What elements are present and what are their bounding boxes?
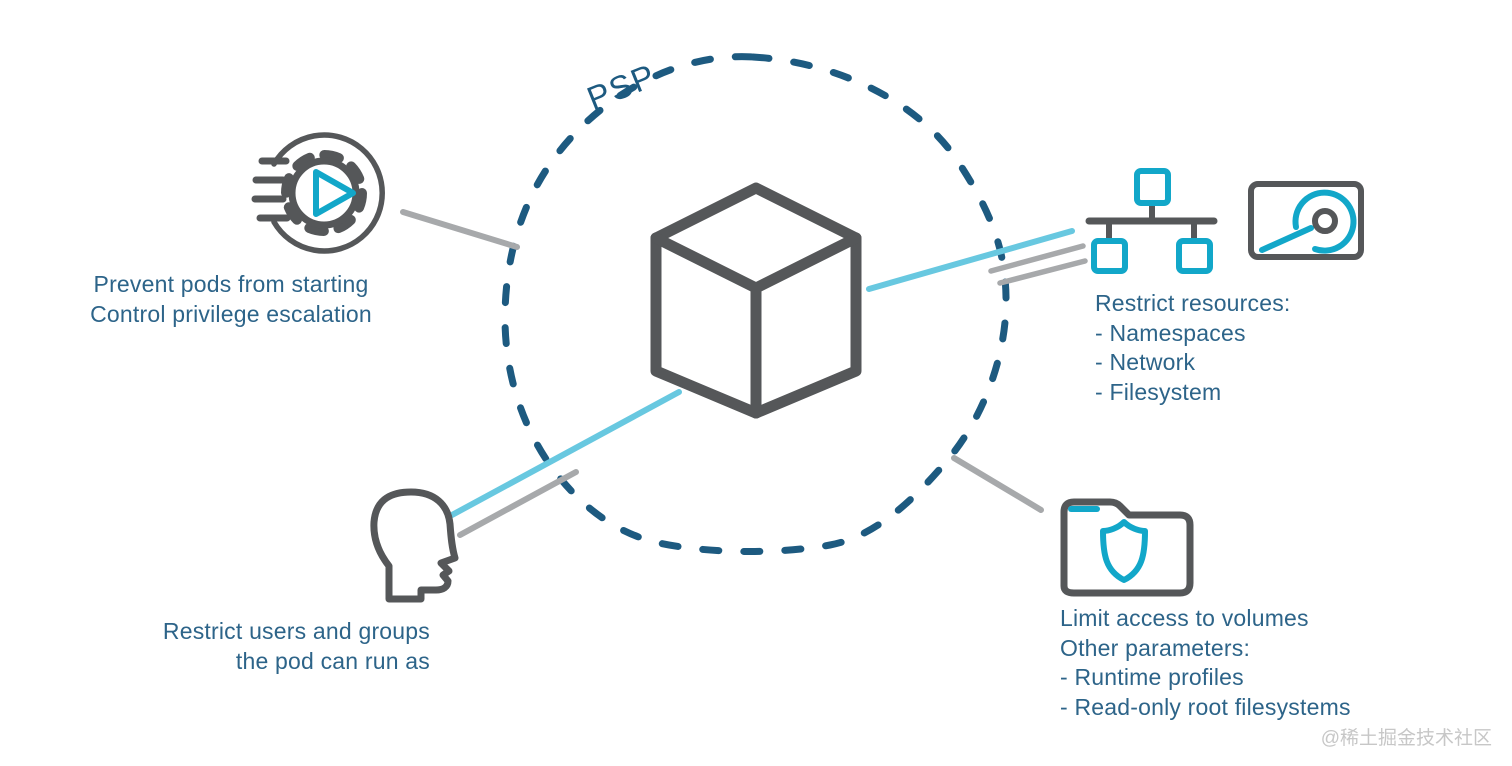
callout-bottom-right: Limit access to volumes Other parameters… <box>1060 604 1351 722</box>
callout-bottom-left: Restrict users and groups the pod can ru… <box>129 616 430 676</box>
network-node-left <box>1091 238 1128 274</box>
gear-outer-arc <box>271 132 385 254</box>
psp-boundary <box>501 53 1010 555</box>
disk-frame <box>1248 181 1364 260</box>
connector-lines-cyan <box>449 228 1075 518</box>
shield-icon <box>1100 519 1148 583</box>
callout-line: Other parameters: <box>1060 634 1251 661</box>
callout-line: - Namespaces <box>1095 319 1246 346</box>
connector-cube-to-network <box>866 228 1075 292</box>
cube-icon <box>650 182 862 419</box>
connector-boundary-to-folder <box>951 455 1044 513</box>
gear-teeth <box>281 150 367 236</box>
connector-right-double-2 <box>997 258 1088 286</box>
play-triangle <box>313 169 356 217</box>
connector-right-double-1 <box>988 243 1086 274</box>
callout-right: Restrict resources: - Namespaces - Netwo… <box>1095 289 1291 407</box>
callout-top-left: Prevent pods from starting Control privi… <box>42 269 420 329</box>
connector-head-to-cube <box>449 389 682 518</box>
connector-gear-to-boundary <box>400 209 520 250</box>
network-tree-icon <box>1085 168 1218 274</box>
speed-lines <box>251 157 291 222</box>
callout-line: Restrict users and groups <box>162 618 430 644</box>
network-node-top <box>1134 168 1171 206</box>
connector-lines-gray <box>400 209 1088 538</box>
callout-line: - Read-only root filesystems <box>1060 693 1351 720</box>
disk-spindle <box>1312 208 1338 234</box>
callout-line: the pod can run as <box>235 648 430 674</box>
callout-line: Prevent pods from starting <box>93 271 369 297</box>
gear-play-icon <box>251 132 385 254</box>
callout-line: - Runtime profiles <box>1060 664 1244 690</box>
folder-shield-icon <box>1060 498 1194 597</box>
callout-line: - Filesystem <box>1095 378 1222 405</box>
disk-arm <box>1259 225 1314 253</box>
callout-line: Control privilege escalation <box>90 301 372 327</box>
callout-line: Limit access to volumes <box>1060 605 1309 631</box>
disk-icon <box>1248 181 1364 260</box>
callout-line: - Network <box>1095 349 1196 375</box>
watermark: @稀土掘金技术社区 <box>1320 728 1492 749</box>
network-node-right <box>1176 238 1213 274</box>
user-head-icon <box>370 488 459 603</box>
disk-platter <box>1292 189 1357 254</box>
callout-line: Restrict resources: <box>1095 290 1291 316</box>
connector-head-gray <box>457 469 579 538</box>
